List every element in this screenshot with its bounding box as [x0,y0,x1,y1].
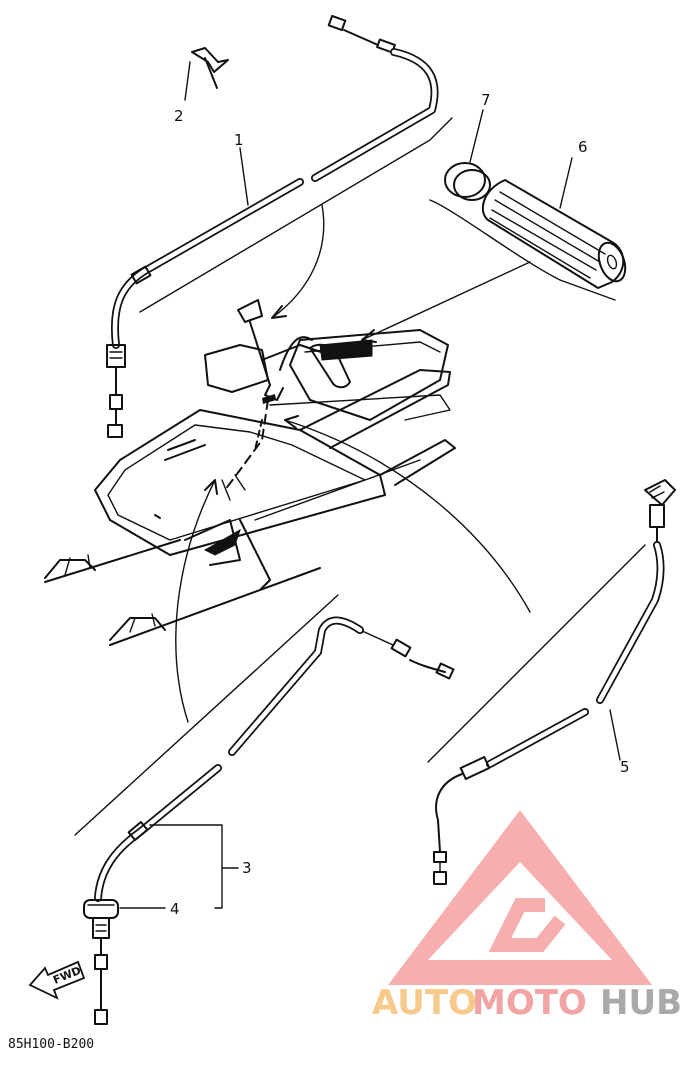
snowmobile-body [44,299,456,646]
callout-7: 7 [481,91,491,109]
routing-arrows [175,204,531,723]
callout-1: 1 [234,131,244,149]
cable-3 [74,594,455,1025]
drawing-code: 85H100-B200 [8,1037,94,1052]
callout-3: 3 [242,859,252,877]
automotohub-logo-icon [388,810,652,985]
grip-part-6 [481,157,627,289]
watermark-text: AUTO MOTO HUB [372,983,682,1023]
clip-part-2 [184,47,229,101]
fwd-arrow-icon: FWD [28,960,86,1000]
callout-4: 4 [170,900,180,918]
callout-5: 5 [620,758,630,776]
watermark-auto: AUTO [372,983,477,1023]
collar-part-7 [444,109,491,201]
watermark-hub: HUB [600,983,682,1023]
cable-5 [427,479,676,885]
watermark-moto: MOTO [472,983,587,1023]
cable-1 [106,14,453,438]
callout-6: 6 [578,138,588,156]
callout-2: 2 [174,107,184,125]
